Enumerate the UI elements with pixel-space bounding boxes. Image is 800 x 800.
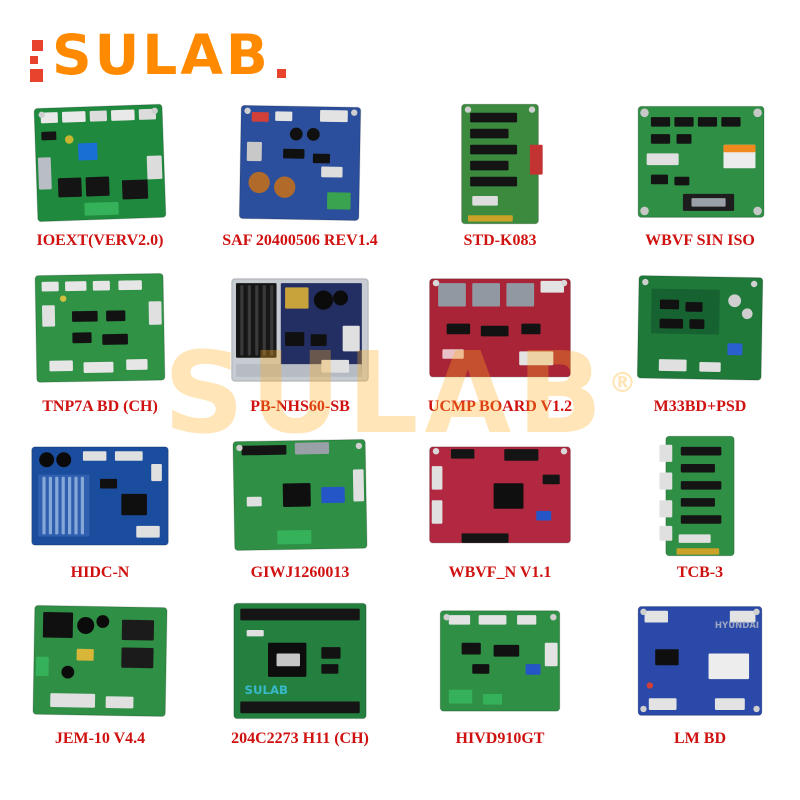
product-label: TCB-3 [676, 564, 724, 581]
product-label: IOEXT(VERV2.0) [36, 232, 164, 249]
product-label: JEM-10 V4.4 [54, 730, 146, 747]
pcb-photo-saf-20400506 [209, 100, 391, 228]
pcb-photo-m33bd-psd [609, 266, 791, 394]
brand-logo: SULAB [30, 28, 286, 83]
product-label: SAF 20400506 REV1.4 [222, 232, 378, 249]
product-label: HIDC-N [70, 564, 130, 581]
logo-squares-icon [30, 28, 43, 82]
product-grid: IOEXT(VERV2.0) SAF 20400506 REV1.4 STD-K… [0, 100, 800, 764]
product-card-pb-nhs60-sb: PB-NHS60-SB [200, 266, 400, 432]
pcb-photo-tnp7a-bd [9, 266, 191, 394]
product-label: WBVF SIN ISO [645, 232, 755, 249]
product-card-ioext: IOEXT(VERV2.0) [0, 100, 200, 266]
product-card-m33bd-psd: M33BD+PSD [600, 266, 800, 432]
product-card-tnp7a-bd: TNP7A BD (CH) [0, 266, 200, 432]
product-card-wbvf-n: WBVF_N V1.1 [400, 432, 600, 598]
pcb-photo-204c2273: SULAB [209, 598, 391, 726]
pcb-photo-hidc-n [9, 432, 191, 560]
pcb-photo-jem-10 [9, 598, 191, 726]
product-label: 204C2273 H11 (CH) [231, 730, 369, 747]
product-label: WBVF_N V1.1 [448, 564, 552, 581]
product-card-jem-10: JEM-10 V4.4 [0, 598, 200, 764]
product-label: M33BD+PSD [653, 398, 747, 415]
product-label: PB-NHS60-SB [250, 398, 350, 415]
pcb-photo-wbvf-sin-iso [609, 100, 791, 228]
pcb-photo-tcb-3 [609, 432, 791, 560]
pcb-photo-hivd910gt [409, 598, 591, 726]
product-label: STD-K083 [463, 232, 537, 249]
logo-text: SULAB [52, 23, 271, 87]
pcb-photo-ucmp-board [409, 266, 591, 394]
pcb-photo-std-k083 [409, 100, 591, 228]
product-card-hidc-n: HIDC-N [0, 432, 200, 598]
pcb-photo-lm-bd: HYUNDAI [609, 598, 791, 726]
svg-text:HYUNDAI: HYUNDAI [715, 621, 759, 631]
product-card-tcb-3: TCB-3 [600, 432, 800, 598]
product-card-wbvf-sin-iso: WBVF SIN ISO [600, 100, 800, 266]
pcb-photo-wbvf-n [409, 432, 591, 560]
product-card-ucmp-board: UCMP BOARD V1.2 [400, 266, 600, 432]
product-label: HIVD910GT [455, 730, 545, 747]
pcb-photo-giwj1260013 [209, 432, 391, 560]
product-card-saf-20400506: SAF 20400506 REV1.4 [200, 100, 400, 266]
product-card-std-k083: STD-K083 [400, 100, 600, 266]
product-card-hivd910gt: HIVD910GT [400, 598, 600, 764]
product-label: GIWJ1260013 [250, 564, 350, 581]
product-label: LM BD [674, 730, 726, 747]
product-label: UCMP BOARD V1.2 [427, 398, 573, 415]
product-card-204c2273: SULAB 204C2273 H11 (CH) [200, 598, 400, 764]
logo-dot-icon [276, 69, 286, 78]
pcb-photo-pb-nhs60-sb [209, 266, 391, 394]
svg-text:SULAB: SULAB [245, 683, 288, 697]
product-label: TNP7A BD (CH) [42, 398, 158, 415]
product-card-lm-bd: HYUNDAI LM BD [600, 598, 800, 764]
pcb-photo-ioext [9, 100, 191, 228]
product-card-giwj1260013: GIWJ1260013 [200, 432, 400, 598]
